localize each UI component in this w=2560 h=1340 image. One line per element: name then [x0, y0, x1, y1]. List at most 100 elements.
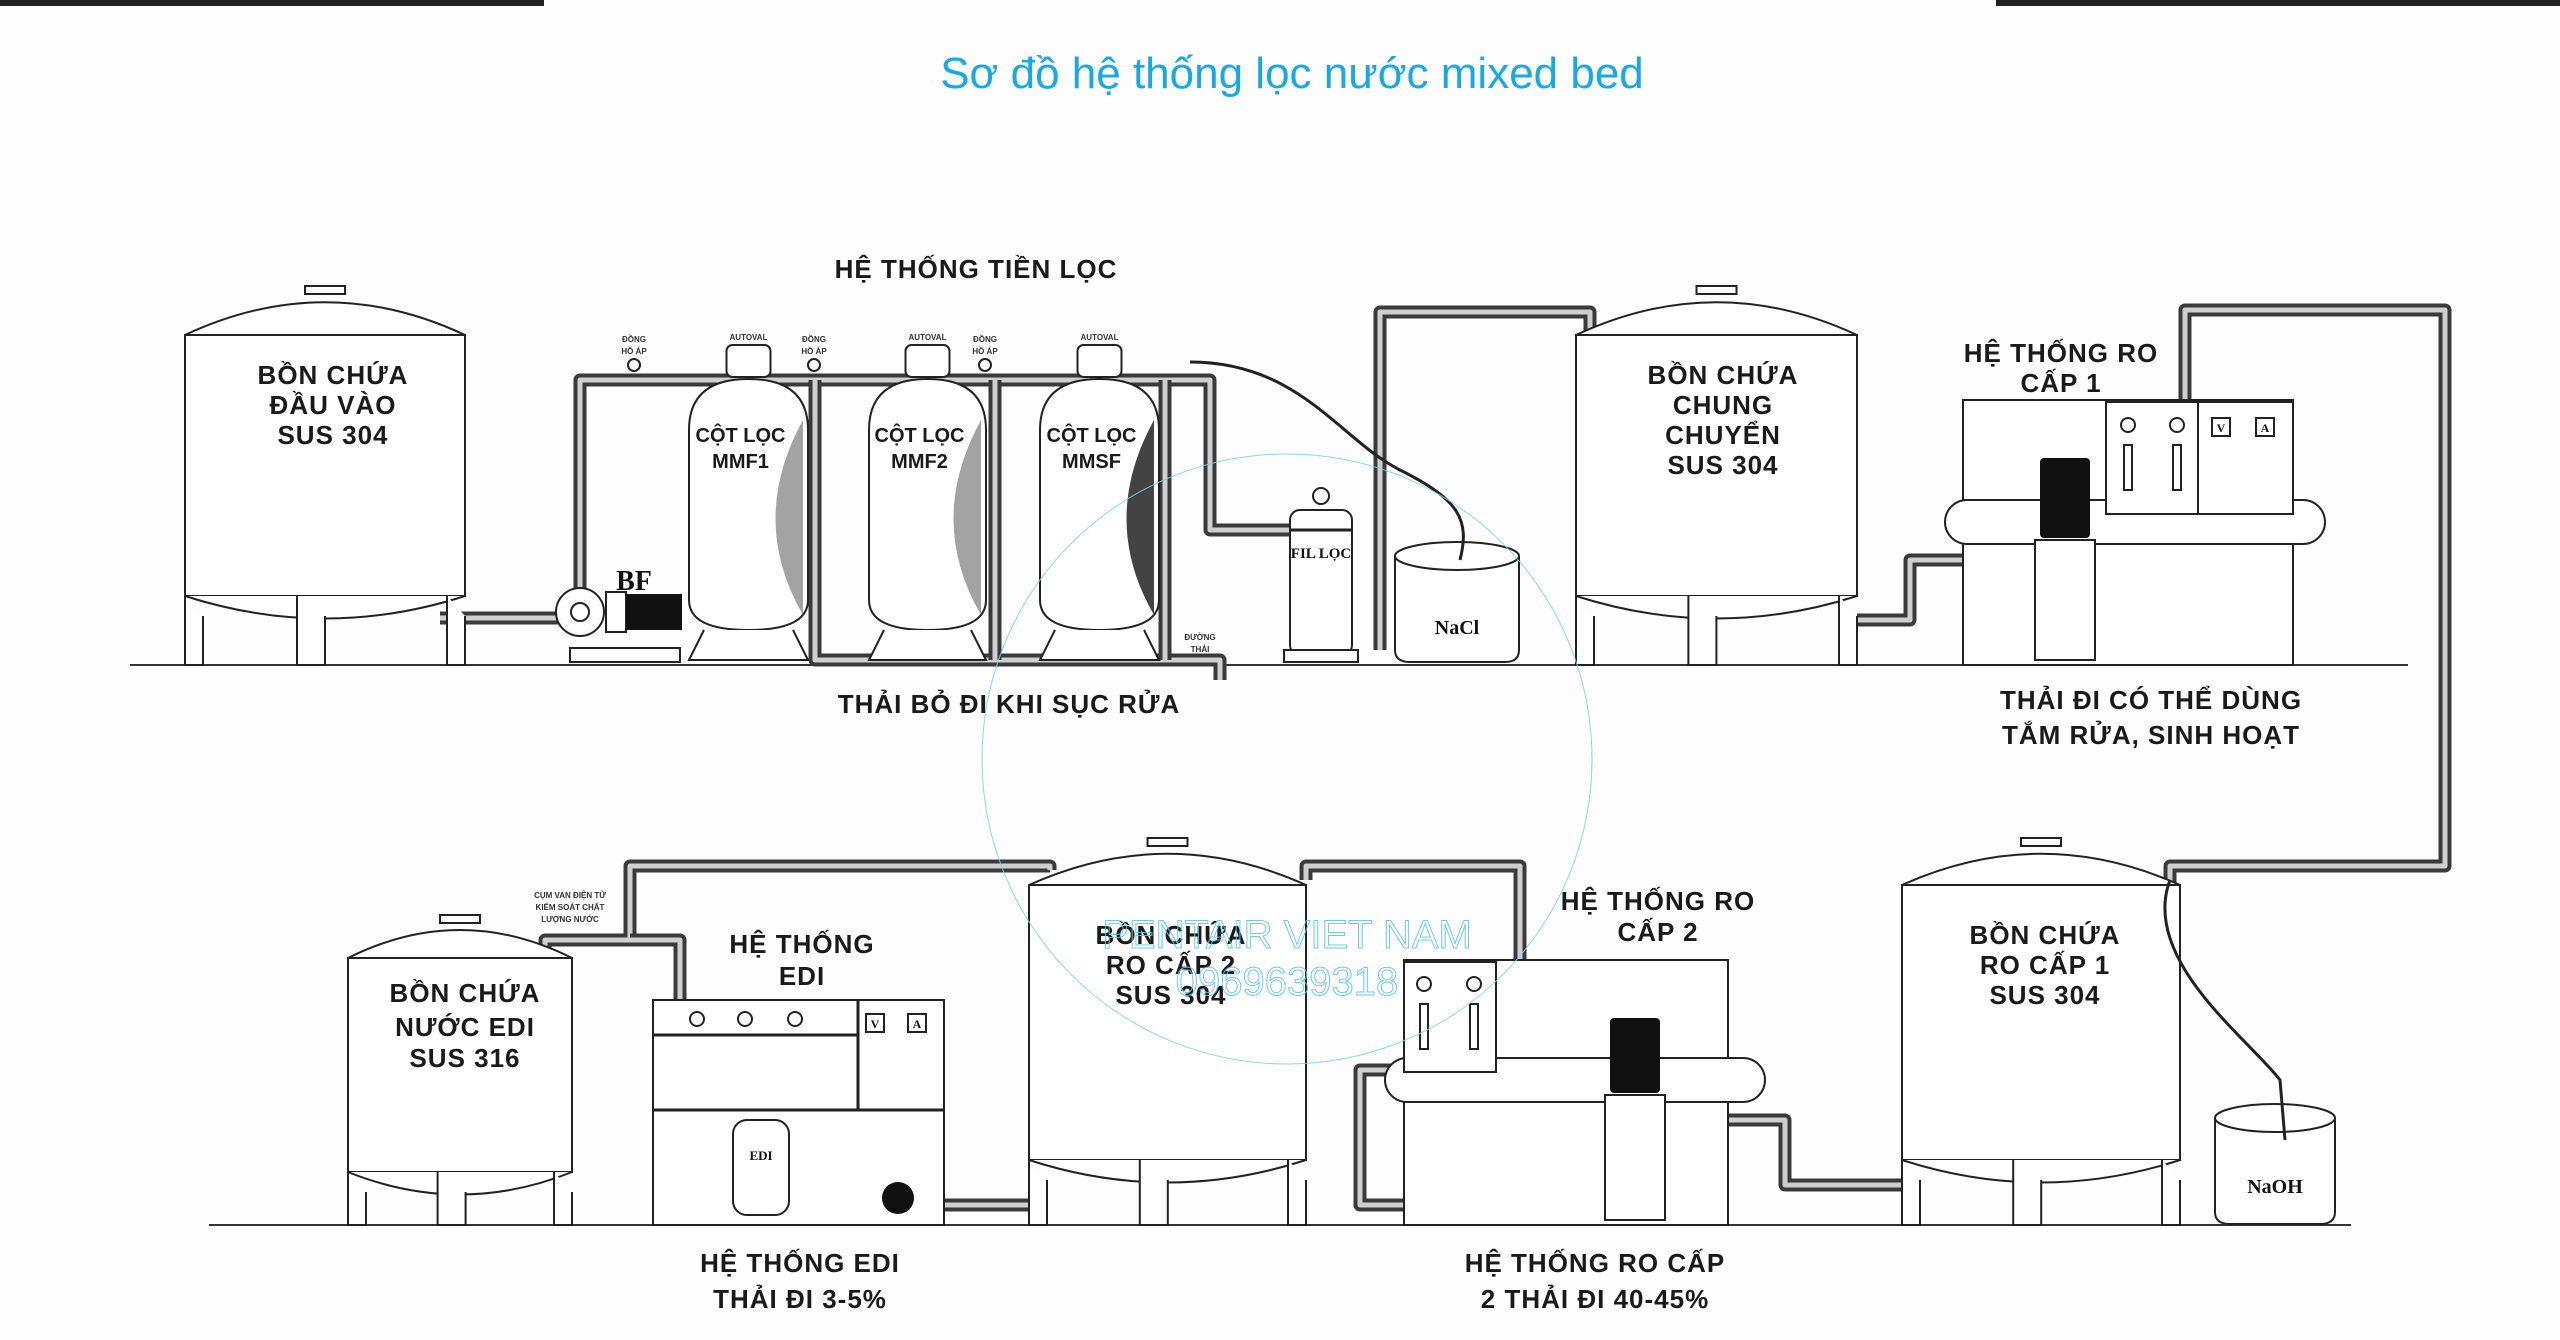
autovalve [725, 344, 772, 378]
label-text: MMF2 [891, 451, 948, 473]
label-text: HỆ THỐNG [729, 929, 874, 959]
edi-header: HỆ THỐNG EDI [729, 929, 874, 991]
label-text: ĐẦU VÀO [270, 390, 397, 420]
label-text: CỤM VAN ĐIỆN TỬ [534, 891, 606, 900]
nacl-label: NaCl [1435, 617, 1480, 639]
label-text: THẢI ĐI CÓ THỂ DÙNG [2000, 685, 2302, 715]
label-text: BỒN CHỨA [1970, 920, 2121, 950]
label-text: CẤP 1 [2020, 368, 2101, 398]
autovalve [1076, 344, 1123, 378]
label-text: HỆ THỐNG RO [1964, 338, 2158, 368]
label-text: HỒ ÁP [972, 346, 998, 356]
label-text: EDI [779, 961, 825, 991]
filter-column-3: CỘT LỌC MMSF AUTOVAL ĐỒNG HỒ ÁP [972, 333, 1161, 661]
label-text: HỆ THỐNG RO CẤP [1465, 1248, 1726, 1278]
label-text: CẤP 2 [1617, 917, 1698, 947]
label-text: SUS 304 [1667, 450, 1778, 480]
label-text: CỘT LỌC [875, 423, 965, 447]
label-text: CHUYỂN [1665, 420, 1781, 450]
edi-control-panel: V A [865, 1013, 927, 1033]
ro1-tank-label: BỒN CHỨA RO CẤP 1 SUS 304 [1970, 920, 2121, 1010]
ro2-header: HỆ THỐNG RO CẤP 2 [1561, 886, 1755, 947]
ro1-control-panel: V A [2211, 417, 2275, 437]
ro1-tank [1901, 837, 2181, 1226]
pretreatment-header: HỆ THỐNG TIỀN LỌC [835, 254, 1118, 284]
naoh-label: NaOH [2247, 1176, 2303, 1198]
label-text: MMF1 [712, 451, 769, 473]
pressure-gauge-icon [627, 358, 641, 372]
pressure-gauge-icon [978, 358, 992, 372]
label-text: BỒN CHỨA [258, 360, 409, 390]
ro2-tank [1028, 837, 1307, 1226]
tanks [184, 285, 2181, 1226]
filter-columns: CỘT LỌC MMF1 AUTOVAL ĐỒNG HỒ ÁP CỘT LỌC MMF2 AU… [621, 333, 1161, 661]
inlet-tank [184, 285, 466, 666]
edi-skid: EDI [652, 999, 945, 1226]
label-text: AUTOVAL [909, 333, 947, 342]
inlet-tank-label: BỒN CHỨA ĐẦU VÀO SUS 304 [258, 360, 409, 450]
label-text: SUS 304 [1115, 980, 1226, 1010]
filter-column-1: CỘT LỌC MMF1 AUTOVAL ĐỒNG HỒ ÁP [621, 333, 810, 661]
label-text: AUTOVAL [1081, 333, 1119, 342]
ammeter: A [913, 1017, 922, 1031]
autovalve [904, 344, 951, 378]
ro1-header: HỆ THỐNG RO CẤP 1 [1964, 338, 2158, 398]
label-text: ĐỒNG [622, 334, 646, 344]
top-bar-left [0, 0, 544, 6]
label-text: SUS 304 [277, 420, 388, 450]
label-text: RO CẤP 2 [1106, 950, 1236, 980]
label-text: BỒN CHỨA [390, 978, 541, 1008]
transfer-tank [1575, 285, 1858, 666]
label-text: SUS 304 [1989, 980, 2100, 1010]
label-text: CỘT LỌC [1047, 423, 1137, 447]
edi-module-label: EDI [749, 1148, 772, 1163]
label-text: LƯỢNG NƯỚC [541, 915, 599, 924]
naoh-hose [2163, 879, 2287, 1141]
ammeter: A [2261, 421, 2270, 435]
nacl-tank: NaCl [1394, 541, 1520, 663]
edi-valve-note: CỤM VAN ĐIỆN TỬ KIỂM SOÁT CHẤT LƯỢNG NƯỚ… [534, 891, 606, 924]
ro2-tank-label: BỒN CHỨA RO CẤP 2 SUS 304 [1096, 920, 1247, 1010]
pipe-14 [630, 933, 687, 1000]
edi-footer: HỆ THỐNG EDI THẢI ĐI 3-5% [700, 1248, 900, 1314]
voltmeter: V [871, 1017, 880, 1031]
ro2-skid [1384, 959, 1766, 1226]
top-bar-right [1996, 0, 2560, 6]
nacl-hose [1189, 360, 1465, 561]
page-title: Sơ đồ hệ thống lọc nước mixed bed [940, 49, 1644, 98]
label-text: ĐỒNG [973, 334, 997, 344]
label-text: TẮM RỬA, SINH HOẠT [2002, 719, 2300, 750]
label-text: CỘT LỌC [696, 423, 786, 447]
label-text: ĐƯỜNG [1184, 633, 1215, 642]
label-text: RO CẤP 1 [1980, 950, 2110, 980]
drain-label: ĐƯỜNG THẢI [1184, 633, 1215, 654]
edi-tank [347, 914, 573, 1226]
label-text: BỒN CHỨA [1096, 920, 1247, 950]
bf-pump: BF [555, 566, 682, 663]
label-text: AUTOVAL [730, 333, 768, 342]
edi-tank-label: BỒN CHỨA NƯỚC EDI SUS 316 [390, 978, 541, 1073]
bf-pump-label: BF [616, 566, 652, 597]
ro1-skid [1944, 399, 2326, 666]
pressure-gauge-icon [807, 358, 821, 372]
label-text: KIỂM SOÁT CHẤT [536, 902, 605, 912]
label-text: CHUNG [1673, 390, 1773, 420]
transfer-tank-label: BỒN CHỨA CHUNG CHUYỂN SUS 304 [1648, 360, 1799, 480]
label-text: SUS 316 [409, 1043, 520, 1073]
label-text: THẢI ĐI 3-5% [713, 1284, 887, 1314]
label-text: HỆ THỐNG EDI [700, 1248, 900, 1278]
label-text: THẢI [1191, 645, 1210, 654]
ro2-footer: HỆ THỐNG RO CẤP 2 THẢI ĐI 40-45% [1465, 1248, 1726, 1314]
naoh-tank: NaOH [2214, 1103, 2336, 1225]
label-text: MMSF [1062, 451, 1121, 473]
label-text: HỒ ÁP [801, 346, 827, 356]
label-text: BỒN CHỨA [1648, 360, 1799, 390]
watermark-name: PENTAIR VIET NAM [1102, 913, 1472, 957]
label-text: HỒ ÁP [621, 346, 647, 356]
watermark-phone: 0969639318 [1176, 960, 1398, 1004]
cartridge-filter: FIL LỌC [1283, 487, 1359, 663]
cartridge-label: FIL LỌC [1291, 546, 1351, 562]
label-text: HỆ THỐNG RO [1561, 886, 1755, 916]
